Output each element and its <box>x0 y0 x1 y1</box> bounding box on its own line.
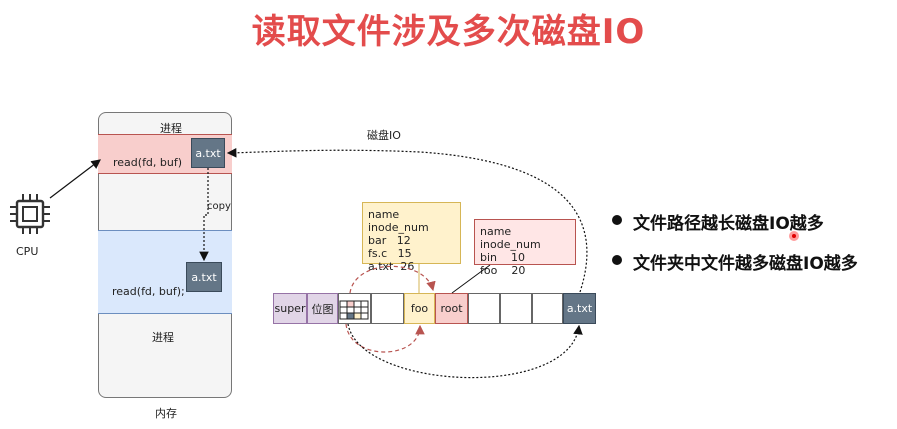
disk-cell-foo: foo <box>404 293 435 324</box>
inode-foo-header: name inode_num <box>368 208 429 234</box>
disk-cell-empty <box>371 293 404 324</box>
copy-label: copy <box>207 201 231 212</box>
inode-root-row: bin 10 <box>480 251 525 264</box>
disk-cell-inode-bitmap <box>338 293 371 324</box>
bitmap-to-atxt-arrow <box>347 323 583 379</box>
disk-cell-super: super <box>273 293 307 324</box>
bullet-dot <box>612 215 622 225</box>
inode-root-row: foo 20 <box>480 264 526 277</box>
disk-cell-empty <box>532 293 563 324</box>
disk-cell-bitmap: 位图 <box>307 293 338 324</box>
process-label-top: 进程 <box>160 122 182 135</box>
pointer-marker <box>789 231 799 241</box>
memory-label: 内存 <box>155 407 177 420</box>
disk-cell-empty <box>500 293 532 324</box>
file-block-bottom: a.txt <box>186 262 222 292</box>
inode-root-header: name inode_num <box>480 225 541 251</box>
cpu-icon <box>8 192 52 236</box>
disk-io-label: 磁盘IO <box>367 129 401 142</box>
copy-arrow <box>199 168 209 262</box>
inode-foo-row: bar 12 <box>368 234 411 247</box>
bullet-dot <box>612 255 622 265</box>
root-inode-connector <box>451 264 491 294</box>
page-title: 读取文件涉及多次磁盘IO <box>251 12 646 52</box>
disk-io-arrow <box>226 148 588 293</box>
bitmap-to-foo-arrow-top <box>349 265 436 294</box>
inode-table-root: name inode_num bin 10 foo 20 <box>474 219 576 277</box>
process-label-bottom: 进程 <box>152 331 174 344</box>
bullet-text: 文件夹中文件越多磁盘IO越多 <box>633 254 858 274</box>
file-block-top: a.txt <box>191 138 225 168</box>
cpu-to-process-arrow <box>49 159 101 199</box>
disk-cell-atxt: a.txt <box>563 293 596 324</box>
inode-table-foo: name inode_num bar 12 fs.c 15 a.txt 26 <box>362 202 461 273</box>
bullet-text: 文件路径越长磁盘IO越多 <box>633 214 824 234</box>
bitmap-to-foo-arrow-bottom <box>345 323 425 353</box>
read-call-top: read(fd, buf) <box>113 156 183 169</box>
inode-foo-row: fs.c 15 <box>368 247 412 260</box>
disk-cell-empty <box>468 293 500 324</box>
cpu-label: CPU <box>16 245 39 258</box>
disk-cell-root: root <box>435 293 468 324</box>
read-call-bottom: read(fd, buf); <box>112 285 185 298</box>
